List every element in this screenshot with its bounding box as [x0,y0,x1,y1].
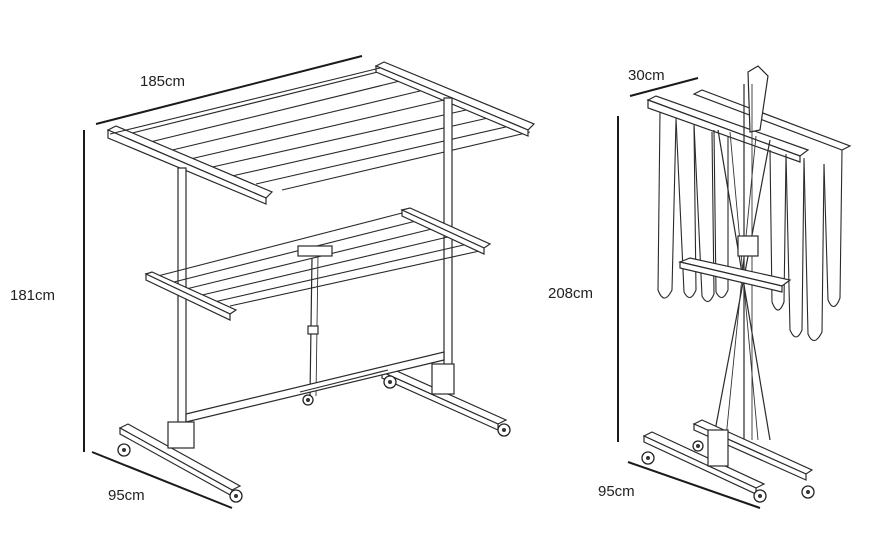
width-dimension-line [95,55,363,125]
unfolded-height-label: 181cm [10,287,55,304]
folded-center-hinge [737,235,759,257]
front-upright [177,167,187,445]
top-hanging-rails [119,69,531,191]
caster-wheels [117,375,511,503]
depth-dimension-line [91,451,233,509]
folded-depth-dimension-line [629,77,699,97]
unfolded-depth-label: 95cm [108,487,145,504]
unfolded-rack: 185cm 181cm 95cm [10,55,536,509]
folded-caster-wheels [641,440,815,503]
base-crossbar [185,351,445,423]
back-foot-bracket [431,363,455,395]
folded-width-label: 95cm [598,483,635,500]
middle-hanging-rails [149,211,485,307]
folded-width-dimension-line [627,461,761,509]
top-frame-front-bar [106,125,274,199]
folded-hanging-loops [657,111,843,342]
hinge-block [297,245,333,257]
folded-rack: 30cm 208cm 95cm [548,65,852,509]
back-upright [443,97,453,383]
folded-foot-bracket [707,429,729,467]
front-foot-bracket [167,421,195,449]
folded-top-hinge [747,65,769,133]
folded-scissor-frame [713,84,771,441]
middle-frame-front-bar [144,271,238,315]
unfolded-width-label: 185cm [140,73,185,90]
folded-depth-label: 30cm [628,67,665,84]
folded-height-label: 208cm [548,285,593,302]
